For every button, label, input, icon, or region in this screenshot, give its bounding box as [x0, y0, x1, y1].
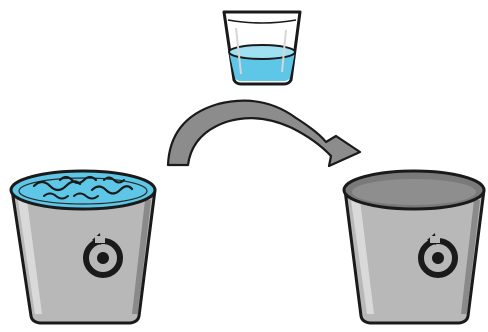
curved-arrow-icon [168, 101, 360, 166]
water-glass-icon [224, 12, 300, 84]
bin-empty-icon [344, 171, 484, 323]
bin-full-icon [11, 171, 155, 323]
